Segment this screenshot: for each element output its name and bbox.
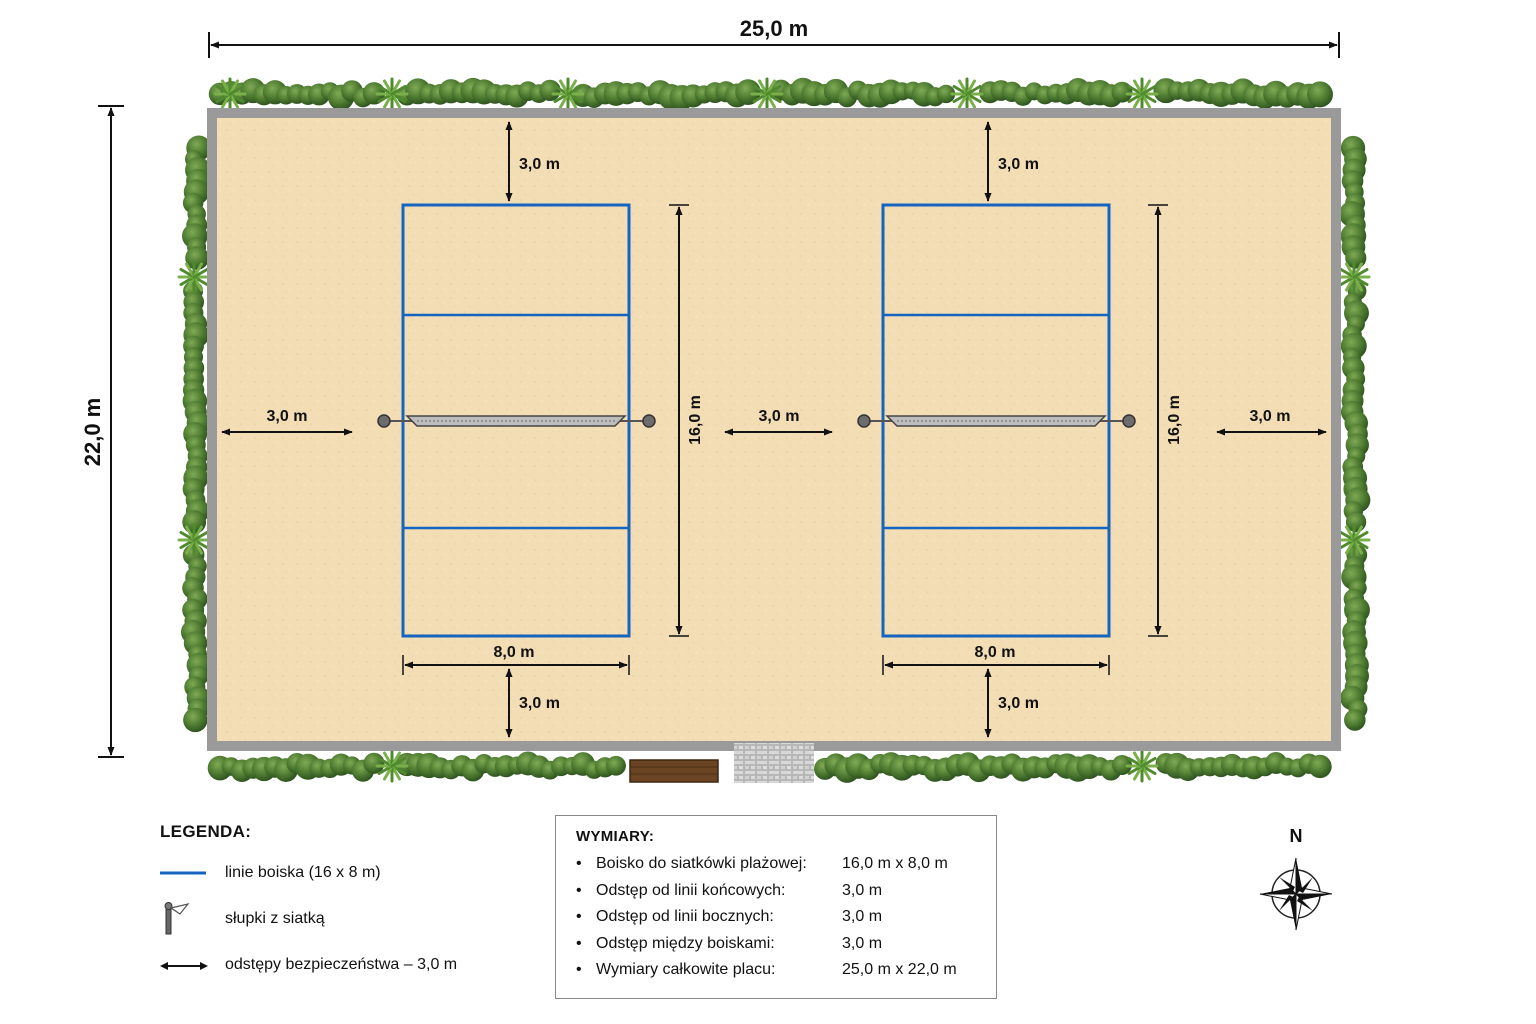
palm-plant bbox=[213, 77, 247, 111]
compass-star bbox=[1259, 857, 1333, 931]
dimensions-row-label: Odstęp od linii bocznych: bbox=[596, 908, 774, 925]
court-2: 3,0 m 3,0 m 8,0 m 16,0 m bbox=[857, 121, 1183, 738]
court-1-top-clearance-label: 3,0 m bbox=[519, 156, 560, 173]
bush bbox=[606, 755, 626, 776]
dimensions-row-value: 16,0 m x 8,0 m bbox=[842, 855, 948, 872]
legend-item-safety-clearance: odstępy bezpieczeństwa – 3,0 m bbox=[160, 952, 520, 998]
legend-item-net-posts: słupki z siatką bbox=[160, 902, 520, 952]
palm-plant bbox=[1337, 523, 1371, 557]
double-arrow-icon bbox=[160, 962, 208, 970]
court-2-post-right bbox=[1122, 414, 1136, 428]
palm-plant bbox=[1125, 749, 1159, 783]
dimensions-row: • Odstęp od linii końcowych: 3,0 m bbox=[576, 882, 976, 909]
blue-line-icon bbox=[160, 871, 206, 875]
dimensions-row-label: Boisko do siatkówki plażowej: bbox=[596, 855, 807, 872]
palm-plant bbox=[551, 77, 585, 111]
bullet: • bbox=[576, 855, 582, 872]
palm-plant bbox=[750, 77, 784, 111]
site-plan: 25,0 m 22,0 m 3,0 m 3,0 m 8,0 m 16,0 m bbox=[80, 16, 1371, 783]
legend-title: LEGENDA: bbox=[160, 822, 252, 841]
court-2-width-label: 8,0 m bbox=[975, 644, 1016, 661]
bush bbox=[936, 84, 956, 104]
court-1-bottom-clearance-label: 3,0 m bbox=[519, 695, 560, 712]
court-1-net bbox=[377, 414, 656, 428]
bullet: • bbox=[576, 908, 582, 925]
compass-north-label: N bbox=[1290, 826, 1303, 846]
court-2-top-clearance-label: 3,0 m bbox=[998, 156, 1039, 173]
palm-plant bbox=[950, 77, 984, 111]
bush bbox=[1111, 81, 1133, 103]
palm-plant bbox=[375, 77, 409, 111]
dimensions-title: WYMIARY: bbox=[576, 828, 655, 845]
dimensions-row-value: 25,0 m x 22,0 m bbox=[842, 961, 957, 978]
bush bbox=[185, 246, 209, 270]
court-1-length-label: 16,0 m bbox=[687, 395, 704, 445]
bench bbox=[629, 759, 719, 783]
legend: LEGENDA: linie boiska (16 x 8 m) słupki … bbox=[160, 822, 520, 998]
dimensions-row-value: 3,0 m bbox=[842, 934, 883, 952]
bush bbox=[539, 79, 561, 102]
palm-plant bbox=[1125, 77, 1159, 111]
bush bbox=[1112, 755, 1132, 775]
legend-item-label: linie boiska (16 x 8 m) bbox=[225, 864, 381, 881]
court-1: 3,0 m 3,0 m 8,0 m 16,0 m bbox=[377, 121, 704, 738]
bullet: • bbox=[576, 934, 582, 952]
palm-plant bbox=[177, 260, 211, 294]
court-2-post-left bbox=[857, 414, 871, 428]
bush bbox=[1308, 754, 1332, 779]
palm-plant bbox=[1337, 260, 1371, 294]
palm-plant bbox=[375, 749, 409, 783]
court-2-net bbox=[857, 414, 1136, 428]
left-clearance-label: 3,0 m bbox=[267, 408, 308, 425]
dimensions-row: • Wymiary całkowite placu: 25,0 m x 22,0 m bbox=[576, 961, 976, 988]
bullet: • bbox=[576, 961, 582, 978]
legend-item-label: słupki z siatką bbox=[225, 910, 325, 927]
compass-rose-icon: N bbox=[1259, 826, 1333, 931]
sand-area bbox=[217, 118, 1331, 741]
court-1-post-left bbox=[377, 414, 391, 428]
bush bbox=[183, 707, 208, 733]
legend-item-label: odstępy bezpieczeństwa – 3,0 m bbox=[225, 956, 458, 973]
palm-plant bbox=[177, 523, 211, 557]
court-2-length-label: 16,0 m bbox=[1166, 395, 1183, 445]
paved-entrance bbox=[734, 743, 814, 783]
overall-height-label: 22,0 m bbox=[80, 398, 105, 467]
dimensions-row-value: 3,0 m bbox=[842, 881, 883, 899]
bullet: • bbox=[576, 881, 582, 899]
dimensions-row-label: Odstęp między boiskami: bbox=[596, 934, 775, 952]
right-clearance-label: 3,0 m bbox=[1250, 408, 1291, 425]
dimensions-row-label: Wymiary całkowite placu: bbox=[596, 961, 776, 978]
court-1-width-label: 8,0 m bbox=[494, 644, 535, 661]
court-1-post-right bbox=[642, 414, 656, 428]
dimensions-box: WYMIARY: • Boisko do siatkówki plażowej: 1… bbox=[555, 815, 997, 999]
dimensions-row: • Odstęp od linii bocznych: 3,0 m bbox=[576, 908, 976, 935]
net-post-icon bbox=[164, 902, 190, 935]
dimensions-row: • Odstęp między boiskami: 3,0 m bbox=[576, 935, 976, 962]
legend-item-court-lines: linie boiska (16 x 8 m) bbox=[160, 860, 520, 906]
overall-width-label: 25,0 m bbox=[740, 16, 809, 41]
between-courts-clearance-label: 3,0 m bbox=[759, 408, 800, 425]
court-2-bottom-clearance-label: 3,0 m bbox=[998, 695, 1039, 712]
bush bbox=[1307, 81, 1333, 108]
dimensions-row: • Boisko do siatkówki plażowej: 16,0 m x 8… bbox=[576, 855, 976, 882]
dimensions-row-value: 3,0 m bbox=[842, 908, 883, 925]
hedge-border bbox=[177, 77, 1371, 783]
bush bbox=[1344, 709, 1366, 731]
dimensions-row-label: Odstęp od linii końcowych: bbox=[596, 881, 786, 899]
